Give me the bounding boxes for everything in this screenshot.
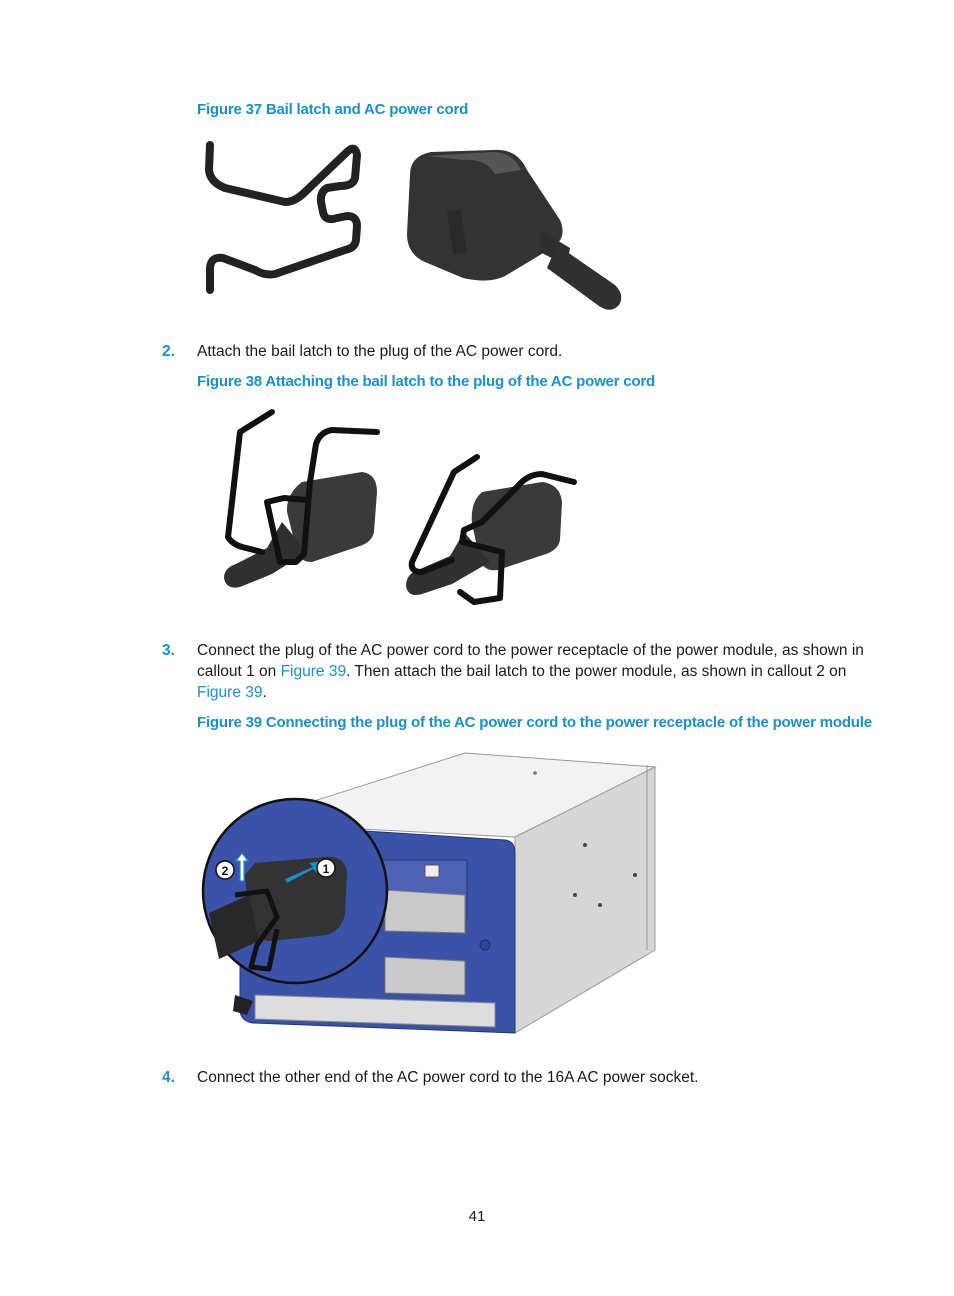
step-number: 4. xyxy=(162,1069,175,1086)
callout-1-label: 1 xyxy=(323,862,330,876)
callout-2-label: 2 xyxy=(222,864,229,878)
figure-37-illustration xyxy=(205,141,622,310)
latch-attached-right xyxy=(406,454,577,605)
zoom-callout: 1 2 xyxy=(201,797,389,985)
step-4: 4. Connect the other end of the AC power… xyxy=(162,1067,867,1088)
ac-power-cord-drawing xyxy=(407,149,622,310)
figure-38-caption: Figure 38 Attaching the bail latch to th… xyxy=(197,373,656,390)
page-number: 41 xyxy=(468,1208,486,1225)
step-text: Connect the plug of the AC power cord to… xyxy=(197,640,867,703)
latch-attached-left xyxy=(224,409,380,588)
figure-39-caption: Figure 39 Connecting the plug of the AC … xyxy=(197,714,872,731)
step-text: Attach the bail latch to the plug of the… xyxy=(197,343,563,360)
step-text-c: . xyxy=(262,684,267,701)
figure-39-illustration: 1 2 xyxy=(201,752,657,1034)
figure-39-link[interactable]: Figure 39 xyxy=(197,684,263,701)
step-number: 3. xyxy=(162,642,175,659)
step-2: 2. Attach the bail latch to the plug of … xyxy=(162,341,867,362)
step-text-b: . Then attach the bail latch to the powe… xyxy=(346,663,847,680)
step-text-a: Connect the plug of the AC power cord to… xyxy=(197,642,864,680)
step-number: 2. xyxy=(162,343,175,360)
arrow-up-icon xyxy=(234,852,250,882)
figure-37-caption: Figure 37 Bail latch and AC power cord xyxy=(197,101,469,118)
step-3: 3. Connect the plug of the AC power cord… xyxy=(162,640,867,703)
bail-latch-drawing xyxy=(205,141,361,294)
figure-39-link[interactable]: Figure 39 xyxy=(280,663,347,680)
figure-38-illustration xyxy=(224,409,577,605)
step-text: Connect the other end of the AC power co… xyxy=(197,1069,699,1086)
